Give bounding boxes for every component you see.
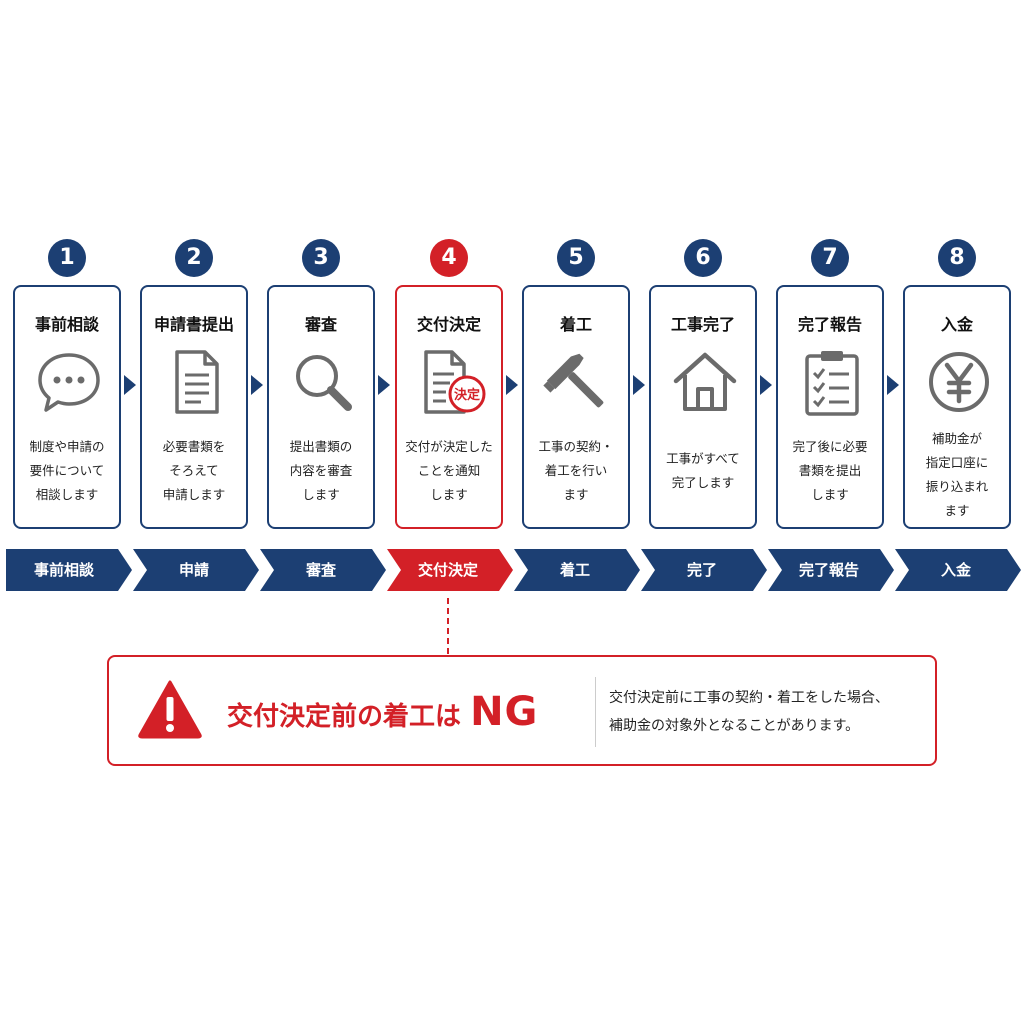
phase-label: 完了 <box>686 561 717 579</box>
step-number-badge: 2 <box>175 239 213 277</box>
phase-chevron: 完了報告 <box>768 549 894 591</box>
step-description: 提出書類の 内容を審査 します <box>289 439 353 502</box>
step-number-badge: 5 <box>557 239 595 277</box>
warning-ng: NG <box>470 689 539 735</box>
phase-chevron: 入金 <box>895 549 1021 591</box>
document-icon <box>161 347 231 417</box>
step-number-badge: 8 <box>938 239 976 277</box>
step-description: 工事の契約・ 着工を行い ます <box>538 439 614 502</box>
step-description: 工事がすべて 完了します <box>666 451 740 490</box>
step-description: 必要書類を そろえて 申請します <box>162 439 226 502</box>
phase-label: 審査 <box>305 561 336 579</box>
phase-chevron: 交付決定 <box>387 549 513 591</box>
step-card: 申請書提出必要書類を そろえて 申請します <box>140 285 248 529</box>
phase-label: 事前相談 <box>33 561 94 579</box>
step-title: 入金 <box>940 315 973 334</box>
phase-chevron: 申請 <box>133 549 259 591</box>
phase-label: 入金 <box>940 561 971 579</box>
phase-label: 申請 <box>178 561 209 579</box>
warning-headline: 交付決定前の着工は NG <box>227 689 539 735</box>
step-arrow-icon <box>633 375 645 395</box>
step-arrow-icon <box>124 375 136 395</box>
step-description: 交付が決定した ことを通知 します <box>405 439 493 502</box>
step-title: 工事完了 <box>670 315 735 334</box>
step-description: 完了後に必要 書類を提出 します <box>792 439 868 502</box>
step-card: 交付決定決定交付が決定した ことを通知 します <box>395 285 503 529</box>
warning-box: 交付決定前の着工は NG 交付決定前に工事の契約・着工をした場合、 補助金の対象… <box>107 655 937 766</box>
step-number-badge: 4 <box>430 239 468 277</box>
step-title: 事前相談 <box>34 315 99 334</box>
step-number-badge: 1 <box>48 239 86 277</box>
yen-coin-icon <box>924 347 994 417</box>
clipboard-checklist-icon <box>797 347 867 417</box>
step-card: 審査提出書類の 内容を審査 します <box>267 285 375 529</box>
step-title: 申請書提出 <box>153 315 234 334</box>
warning-text: 交付決定前に工事の契約・着工をした場合、 補助金の対象外となることがあります。 <box>609 690 889 734</box>
stamp-label: 決定 <box>454 387 480 403</box>
document-stamp-icon: 決定 <box>416 347 486 417</box>
house-icon <box>670 347 740 417</box>
phase-chevron: 完了 <box>641 549 767 591</box>
speech-bubble-icon <box>34 347 104 417</box>
step-card: 着工工事の契約・ 着工を行い ます <box>522 285 630 529</box>
step-number-badge: 6 <box>684 239 722 277</box>
step-arrow-icon <box>887 375 899 395</box>
phase-chevron: 事前相談 <box>6 549 132 591</box>
step-title: 交付決定 <box>416 315 481 334</box>
phase-label: 交付決定 <box>417 561 478 579</box>
step-description: 補助金が 指定口座に 振り込まれ ます <box>925 431 989 518</box>
step-card: 完了報告完了後に必要 書類を提出 します <box>776 285 884 529</box>
phase-label: 完了報告 <box>798 561 859 579</box>
phase-label: 着工 <box>559 561 590 579</box>
warning-triangle-icon <box>138 680 202 739</box>
step-card: 入金補助金が 指定口座に 振り込まれ ます <box>903 285 1011 529</box>
step-arrow-icon <box>506 375 518 395</box>
magnifier-icon <box>288 347 358 417</box>
step-number-badge: 3 <box>302 239 340 277</box>
connector-dashed-line <box>447 598 449 654</box>
step-number-badge: 7 <box>811 239 849 277</box>
warning-divider <box>595 677 596 747</box>
step-arrow-icon <box>251 375 263 395</box>
phase-chevron: 審査 <box>260 549 386 591</box>
step-description: 制度や申請の 要件について 相談します <box>29 439 105 502</box>
step-arrow-icon <box>378 375 390 395</box>
phase-chevron: 着工 <box>514 549 640 591</box>
hammer-icon <box>543 347 613 417</box>
step-arrow-icon <box>760 375 772 395</box>
step-title: 審査 <box>304 315 337 334</box>
step-card: 事前相談制度や申請の 要件について 相談します <box>13 285 121 529</box>
step-card: 工事完了工事がすべて 完了します <box>649 285 757 529</box>
step-title: 完了報告 <box>797 315 862 334</box>
step-title: 着工 <box>559 315 592 334</box>
